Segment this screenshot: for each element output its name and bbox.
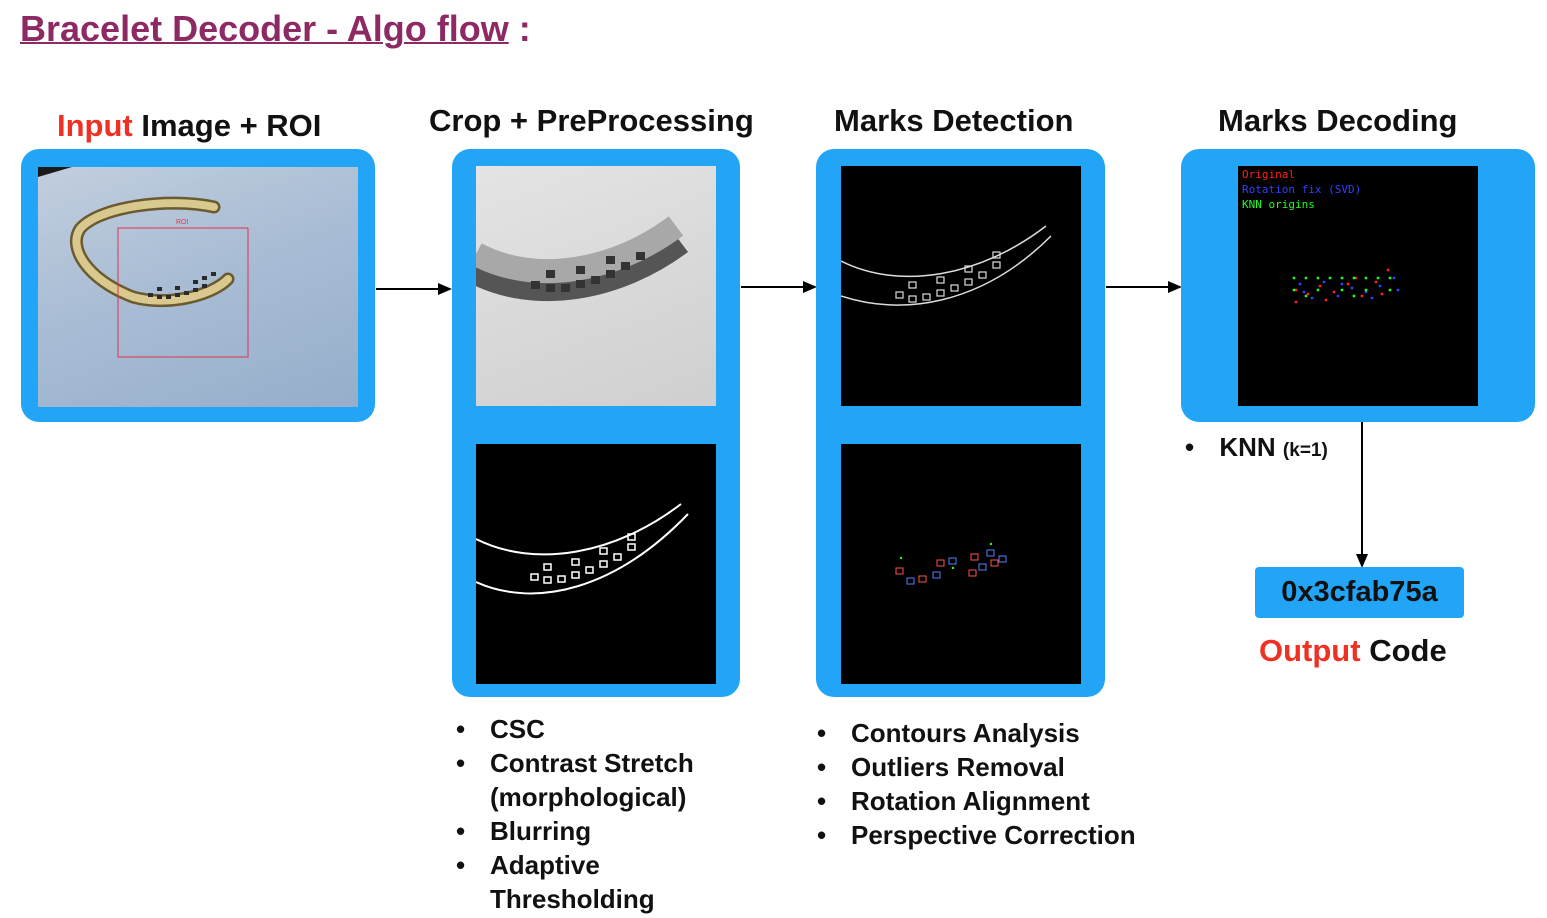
- stage-input-title-rest: Image + ROI: [132, 108, 322, 143]
- bracelet-threshold-icon: [476, 503, 689, 595]
- stage-crop-bullets: CSC Contrast Stretch (morphological) Blu…: [454, 712, 754, 916]
- output-code-box: 0x3cfab75a: [1255, 567, 1464, 618]
- stage-input-title-prefix: Input: [57, 108, 133, 143]
- arrow-right-icon: [1106, 281, 1182, 293]
- legend-rotation: Rotation fix (SVD): [1242, 183, 1362, 196]
- decoding-legend: Original Rotation fix (SVD) KNN origins: [1242, 167, 1361, 212]
- stage-detection-bullets: Contours Analysis Outliers Removal Rotat…: [815, 716, 1195, 852]
- page-title-text: Bracelet Decoder - Algo flow: [20, 8, 509, 49]
- input-image: ROI: [38, 167, 358, 407]
- output-code-value: 0x3cfab75a: [1281, 576, 1438, 608]
- stage-decoding-title: Marks Decoding: [1218, 103, 1458, 138]
- bullet-item: CSC: [454, 712, 754, 746]
- stage-input-title: Input Image + ROI: [57, 108, 321, 144]
- bullet-item: Outliers Removal: [815, 750, 1195, 784]
- detected-marks-icon: [895, 542, 1007, 585]
- detection-edges-image: [841, 166, 1081, 406]
- detection-marks-image: [841, 444, 1081, 684]
- bullet-icon: •: [1185, 432, 1195, 462]
- decoding-plot-image: Original Rotation fix (SVD) KNN origins: [1238, 166, 1478, 406]
- bullet-item: Perspective Correction: [815, 818, 1195, 852]
- legend-knn: KNN origins: [1242, 198, 1315, 211]
- stage-crop-title: Crop + PreProcessing: [429, 103, 754, 138]
- bracelet-photo-icon: [38, 167, 249, 358]
- decoding-bullet: • KNN (k=1): [1185, 432, 1328, 463]
- bullet-item: Adaptive Thresholding: [454, 848, 690, 916]
- roi-label: ROI: [176, 219, 189, 226]
- bullet-item: Rotation Alignment: [815, 784, 1195, 818]
- page-title: Bracelet Decoder - Algo flow :: [20, 8, 531, 50]
- crop-threshold-image: [476, 444, 716, 684]
- output-label-rest: Code: [1360, 633, 1447, 668]
- output-label: Output Code: [1259, 633, 1447, 669]
- output-label-prefix: Output: [1259, 633, 1361, 668]
- arrow-right-icon: [376, 283, 452, 295]
- arrow-down-icon: [1356, 422, 1368, 568]
- crop-gray-image: [476, 166, 716, 406]
- knn-param: (k=1): [1282, 440, 1328, 461]
- bracelet-edges-icon: [841, 225, 1052, 306]
- bullet-item: Contrast Stretch (morphological): [454, 746, 730, 814]
- page-title-colon: :: [518, 8, 531, 49]
- knn-label: KNN: [1219, 432, 1276, 462]
- bullet-item: Blurring: [454, 814, 754, 848]
- legend-original: Original: [1242, 168, 1295, 181]
- arrow-right-icon: [741, 281, 817, 293]
- decoded-points-icon: [1292, 268, 1400, 304]
- stage-detection-title: Marks Detection: [834, 103, 1074, 138]
- bullet-item: Contours Analysis: [815, 716, 1195, 750]
- bracelet-gray-icon: [476, 216, 688, 301]
